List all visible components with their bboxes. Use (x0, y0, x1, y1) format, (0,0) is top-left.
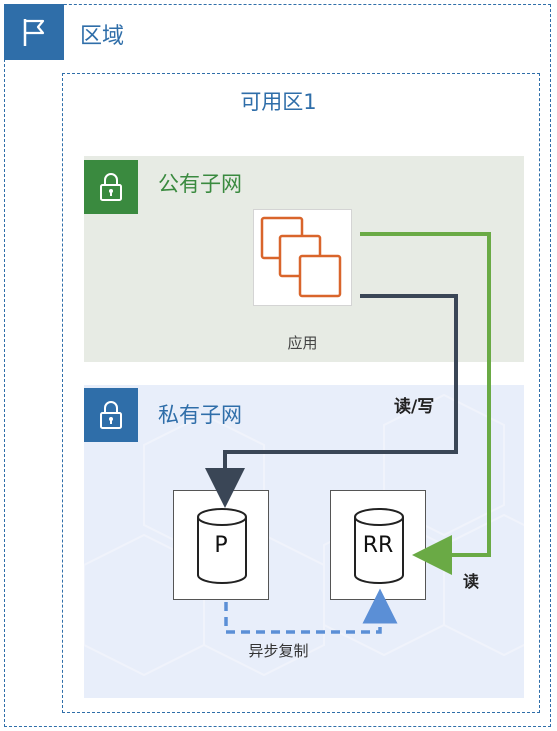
private-subnet-badge (84, 388, 138, 442)
database-icon (354, 508, 404, 584)
public-subnet-title: 公有子网 (158, 172, 242, 196)
region-boundary (4, 4, 551, 727)
replication-connector (224, 588, 398, 634)
lock-icon (100, 401, 122, 429)
read-replica-db-label: RR (362, 533, 394, 558)
replication-label: 异步复制 (248, 642, 309, 660)
availability-zone-title: 可用区1 (240, 90, 317, 114)
availability-zone-boundary (62, 73, 540, 713)
public-subnet-badge (84, 160, 138, 214)
primary-db-label: P (214, 533, 228, 558)
read-connector (360, 232, 491, 575)
read-label: 读 (463, 572, 480, 591)
read-write-connector (205, 294, 458, 508)
read-write-label: 读/写 (394, 397, 435, 417)
flag-icon (23, 19, 45, 46)
app-label: 应用 (287, 334, 318, 352)
private-subnet-title: 私有子网 (158, 403, 242, 427)
app-instances-icon (260, 216, 342, 298)
region-badge (4, 4, 64, 60)
lock-icon (100, 173, 122, 201)
region-title: 区域 (80, 24, 125, 49)
database-icon (197, 508, 247, 584)
primary-db-node[interactable]: P (173, 490, 269, 600)
read-replica-db-node[interactable]: RR (330, 490, 426, 600)
app-node[interactable] (253, 209, 352, 306)
